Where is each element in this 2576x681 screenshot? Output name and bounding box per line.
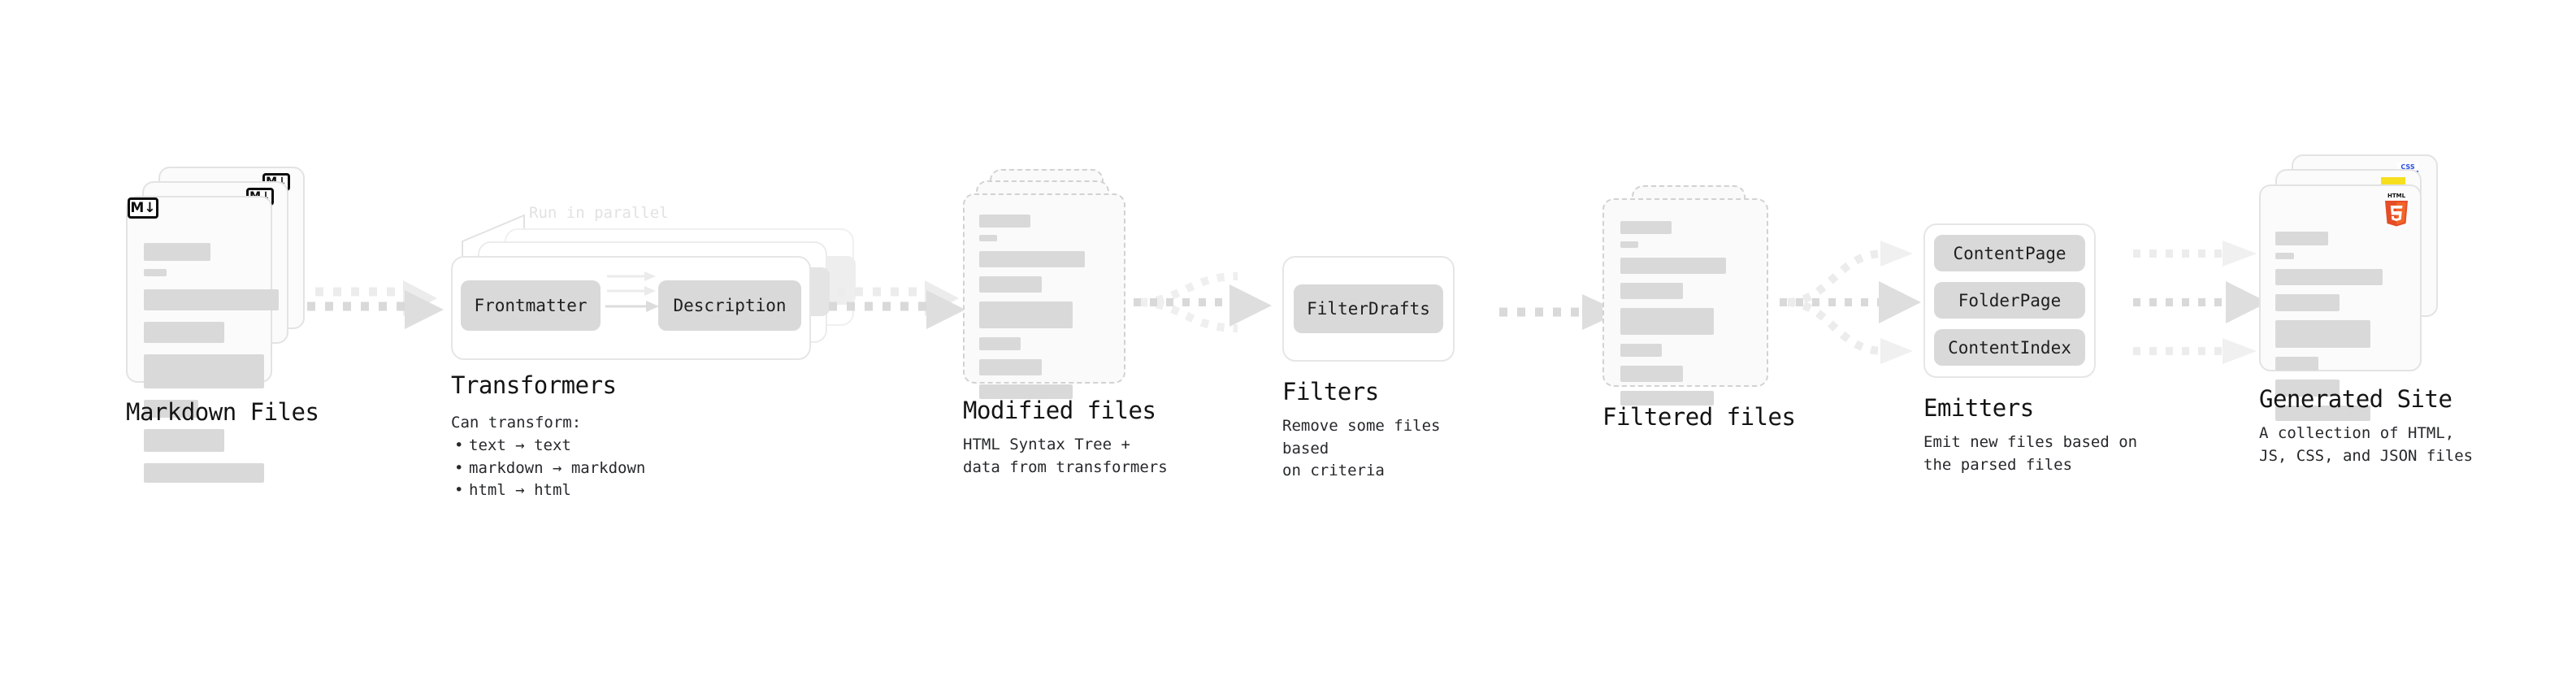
transformers-bullet-0: text → text (454, 435, 645, 458)
filters-chip-filterdrafts[interactable]: FilterDrafts (1294, 284, 1443, 333)
stage-generated-site: CSS HTML (2259, 154, 2503, 479)
emitters-subtitle: Emit new files based on the parsed files (1923, 433, 2138, 474)
connector-modified-to-filters (1134, 272, 1272, 332)
stage-markdown-files: M↓ M↓ M↓ Markdown Files (126, 167, 329, 483)
markdown-file-card-front: M↓ (126, 196, 279, 483)
transformers-subtitle: Can transform: (451, 414, 582, 432)
connector-filters-to-filtered (1499, 294, 1621, 330)
svg-text:HTML: HTML (2387, 193, 2406, 199)
transformer-chip-frontmatter[interactable]: Frontmatter (461, 280, 601, 331)
generated-html-file-card: HTML (2259, 184, 2422, 421)
connector-markdown-to-transformers (307, 280, 444, 329)
transformer-inner-arrows (605, 271, 659, 312)
generated-site-stack: CSS HTML (2259, 154, 2470, 439)
document-placeholder-lines (1620, 221, 1750, 406)
stage-title-transformers: Transformers (451, 371, 617, 399)
transformers-bullet-2: html → html (454, 479, 645, 502)
stage-title-filtered-files: Filtered files (1602, 403, 1796, 431)
document-placeholder-lines (2275, 232, 2404, 421)
stage-filters: FilterDrafts Filters Remove some files b… (1282, 256, 1494, 484)
document-placeholder-lines (144, 243, 279, 483)
connector-emitters-to-site (2133, 241, 2268, 364)
stage-emitters: ContentPage FolderPage ContentIndex Emit… (1923, 223, 2167, 474)
markdown-file-stack: M↓ M↓ M↓ (126, 167, 329, 483)
modified-files-subtitle: HTML Syntax Tree + data from transformer… (963, 436, 1168, 476)
stage-title-markdown-files: Markdown Files (126, 398, 319, 426)
connector-transformers-to-modified (829, 280, 965, 329)
stage-title-generated-site: Generated Site (2259, 385, 2452, 413)
html5-icon: HTML (2385, 193, 2408, 227)
emitters-chip-contentpage[interactable]: ContentPage (1934, 235, 2085, 271)
transformers-bullet-list: text → text markdown → markdown html → h… (451, 435, 645, 502)
connector-filtered-to-emitters (1780, 241, 1921, 364)
stage-modified-files: Modified files HTML Syntax Tree + data f… (963, 169, 1190, 476)
stage-title-modified-files: Modified files (963, 397, 1156, 424)
document-placeholder-lines (979, 215, 1108, 399)
transformer-chip-description[interactable]: Description (658, 280, 801, 331)
transformers-bullet-1: markdown → markdown (454, 458, 645, 480)
generated-site-subtitle: A collection of HTML, JS, CSS, and JSON … (2259, 424, 2474, 465)
modified-file-card-front (963, 193, 1125, 399)
filtered-file-card-front (1602, 198, 1768, 406)
modified-file-stack (963, 169, 1166, 437)
stage-title-emitters: Emitters (1923, 394, 2034, 422)
stage-transformers: Run in parallel Frontmatter Description … (451, 191, 906, 516)
stage-title-filters: Filters (1282, 378, 1379, 406)
run-in-parallel-label: Run in parallel (529, 204, 669, 222)
filtered-file-stack (1602, 185, 1806, 445)
markdown-icon-front: M↓ (128, 197, 158, 219)
stage-filtered-files: Filtered files (1602, 185, 1830, 462)
emitters-chip-contentindex[interactable]: ContentIndex (1934, 329, 2085, 366)
filters-subtitle: Remove some files based on criteria (1282, 417, 1441, 480)
emitters-chip-folderpage[interactable]: FolderPage (1934, 282, 2085, 319)
